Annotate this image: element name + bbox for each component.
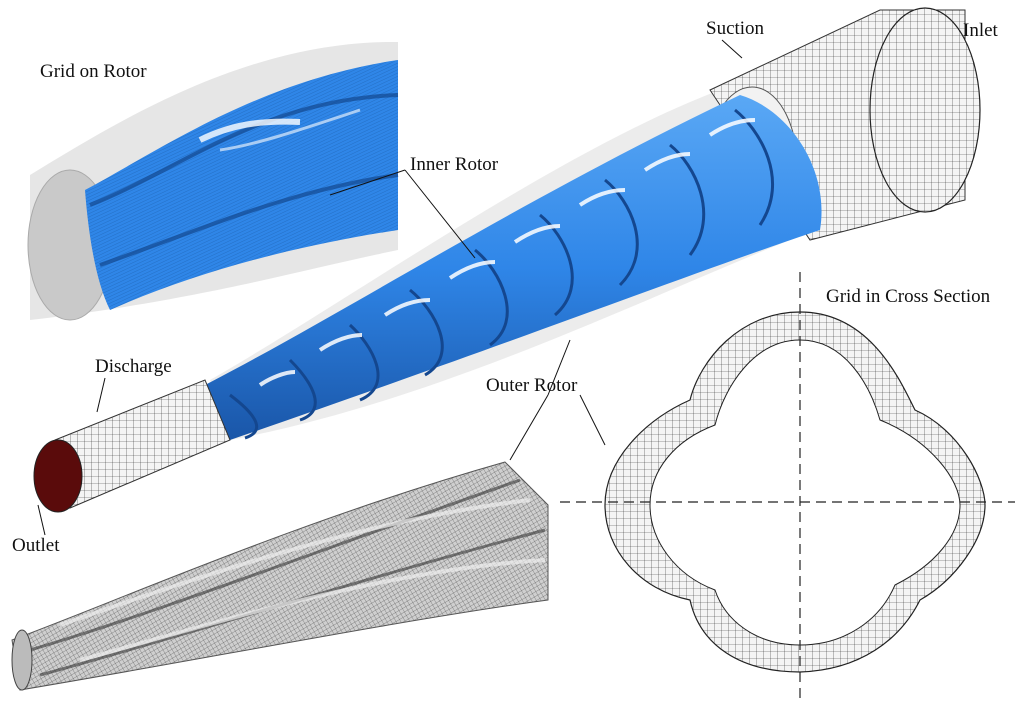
inner-rotor: [205, 95, 822, 440]
label-suction: Suction: [706, 18, 765, 39]
outer-rotor-mesh: [11, 461, 549, 691]
label-inlet: Inlet: [963, 20, 999, 41]
label-inner-rotor: Inner Rotor: [410, 154, 499, 175]
label-outlet: Outlet: [12, 535, 60, 556]
label-grid-on-rotor: Grid on Rotor: [40, 61, 147, 82]
inset-grid-on-rotor: [27, 41, 399, 321]
discharge-mesh-cylinder: [33, 379, 231, 513]
main-assembly: [33, 7, 981, 513]
leader-lines: [37, 39, 743, 536]
label-discharge: Discharge: [95, 356, 172, 377]
outlet-face: [33, 439, 83, 513]
cross-section-grid: [560, 272, 1015, 700]
label-outer-rotor: Outer Rotor: [486, 375, 578, 396]
label-grid-in-cross-section: Grid in Cross Section: [826, 286, 991, 307]
